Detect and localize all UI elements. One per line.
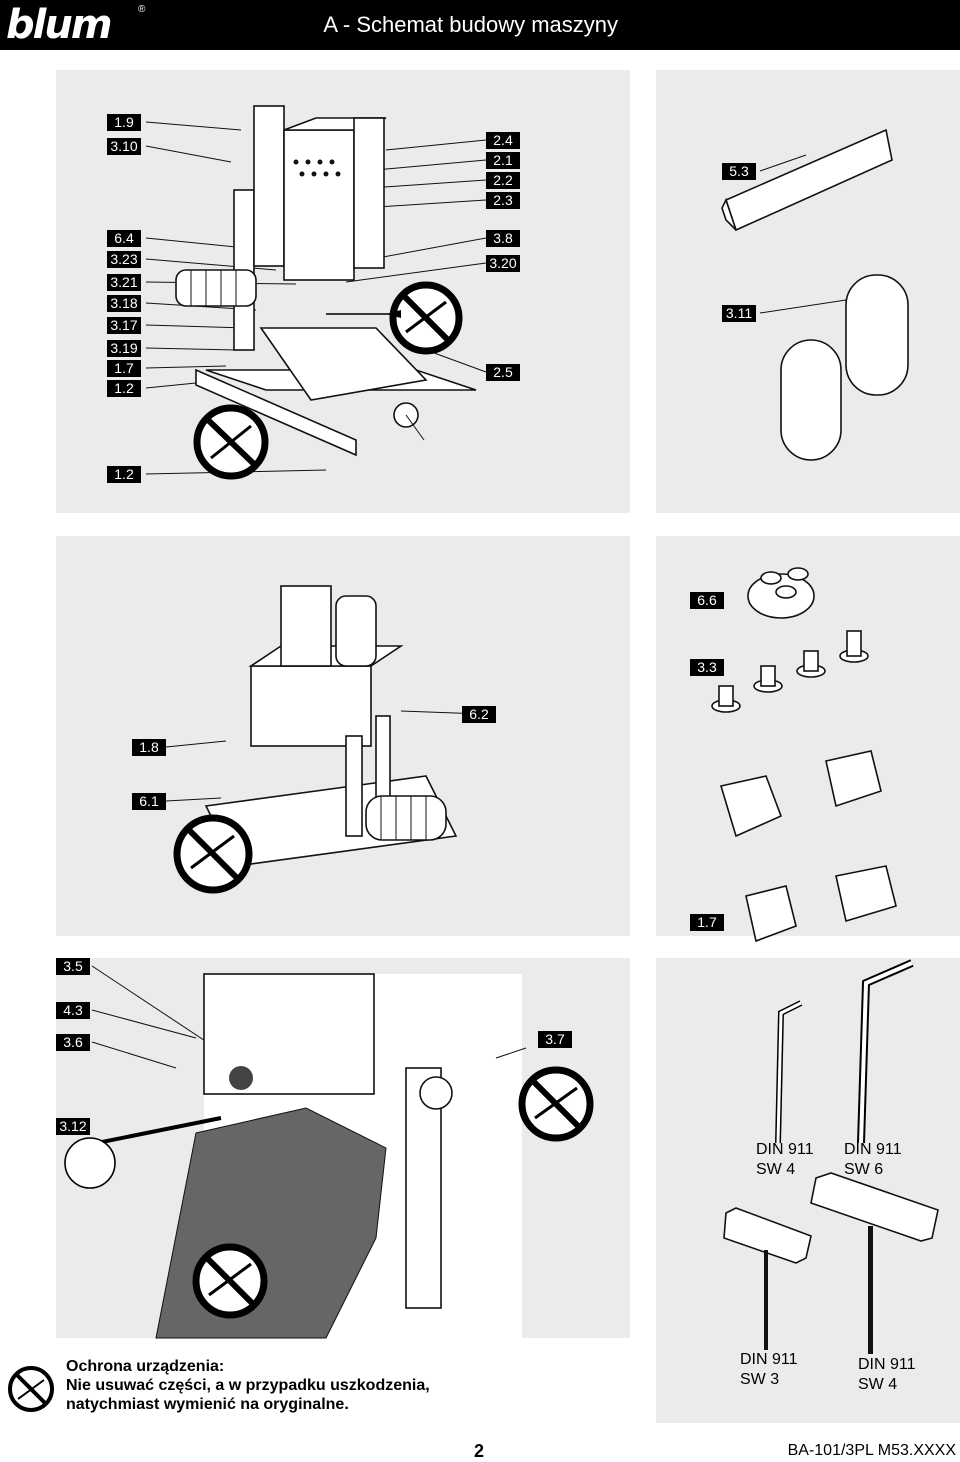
part-label: 1.2 (107, 466, 141, 483)
part-label: 6.6 (690, 592, 724, 609)
no-wrench-prohibition-icon (173, 814, 253, 894)
part-label: 3.19 (107, 340, 141, 357)
part-label: 5.3 (722, 163, 756, 180)
part-label: 3.18 (107, 295, 141, 312)
device-protection-notice: Ochrona urządzenia: Nie usuwać części, a… (66, 1357, 430, 1414)
pin-part (711, 630, 869, 713)
page-title: A - Schemat budowy maszyny (323, 12, 618, 37)
panel-accessories-top: 5.3 3.11 (656, 70, 960, 513)
part-label: 2.3 (486, 192, 520, 209)
panel-accessories-mid: 6.6 3.3 1.7 (656, 536, 960, 943)
part-label: 3.10 (107, 138, 141, 155)
panel-machine-main: 1.9 3.10 6.4 3.23 3.21 3.18 3.17 3.19 1.… (56, 70, 630, 513)
part-label: 1.7 (690, 914, 724, 931)
tool-label-t-sw4: DIN 911 SW 4 (858, 1356, 916, 1393)
no-wrench-prohibition-icon (389, 281, 463, 355)
stop-block-part (719, 750, 897, 943)
t-handle-key-sw3 (723, 1207, 812, 1350)
tool-label-sw4: DIN 911 SW 4 (756, 1141, 814, 1178)
t-handle-key-sw4 (810, 1172, 939, 1354)
panel-machine-back: 6.2 1.8 6.1 (56, 536, 630, 936)
registered-mark: ® (138, 4, 146, 15)
part-label: 3.3 (690, 659, 724, 676)
part-label: 1.7 (107, 360, 141, 377)
part-label: 3.20 (486, 255, 520, 272)
accessories-top-illustration (721, 128, 909, 461)
part-label: 1.8 (132, 739, 166, 756)
part-label: 6.2 (462, 706, 496, 723)
header-bar: blum ® A - Schemat budowy maszyny (0, 0, 960, 50)
hex-key-sw4 (775, 1000, 803, 1144)
part-label: 6.1 (132, 793, 166, 810)
machine-back-illustration (165, 585, 483, 894)
part-label: 3.23 (107, 251, 141, 268)
part-label: 1.2 (107, 380, 141, 397)
part-label: 3.21 (107, 274, 141, 291)
tool-label-t-sw3: DIN 911 SW 3 (740, 1351, 798, 1388)
no-wrench-prohibition-icon (8, 1366, 54, 1412)
notice-line: natychmiast wymienić na oryginalne. (66, 1396, 349, 1413)
machine-main-illustration (145, 105, 487, 480)
part-label: 2.2 (486, 172, 520, 189)
accessories-mid-illustration (711, 567, 897, 943)
spacer-part (780, 274, 909, 461)
no-wrench-prohibition-icon (193, 404, 269, 480)
part-label: 3.7 (538, 1031, 572, 1048)
part-label: 3.11 (722, 305, 756, 322)
part-label: 2.1 (486, 152, 520, 169)
blum-logo: blum (6, 2, 112, 48)
part-label: 3.8 (486, 230, 520, 247)
part-label: 3.17 (107, 317, 141, 334)
detail-lever-illustration (64, 965, 594, 1339)
part-label: 4.3 (56, 1002, 90, 1019)
panel-hex-keys: DIN 911 SW 4 DIN 911 SW 6 DIN 911 SW 3 D… (656, 958, 960, 1423)
hex-key-sw6 (857, 959, 914, 1144)
part-label: 3.12 (56, 1118, 90, 1135)
panel-detail-lever: 3.5 4.3 3.6 3.7 3.12 (56, 958, 630, 1339)
notice-line: Nie usuwać części, a w przypadku uszkodz… (66, 1377, 430, 1394)
stop-pin-part (747, 567, 815, 619)
tool-label-sw6: DIN 911 SW 6 (844, 1141, 902, 1178)
page-number: 2 (474, 1441, 485, 1461)
no-wrench-prohibition-icon (192, 1243, 268, 1319)
notice-line: Ochrona urządzenia: (66, 1358, 225, 1375)
part-label: 1.9 (107, 114, 141, 131)
document-code: BA-101/3PL M53.XXXX (787, 1442, 956, 1459)
part-label: 2.5 (486, 364, 520, 381)
part-label: 2.4 (486, 132, 520, 149)
part-label: 3.6 (56, 1034, 90, 1051)
no-wrench-prohibition-icon (518, 1066, 594, 1142)
part-label: 3.5 (56, 958, 90, 975)
part-label: 6.4 (107, 230, 141, 247)
hex-keys-illustration (723, 959, 939, 1354)
